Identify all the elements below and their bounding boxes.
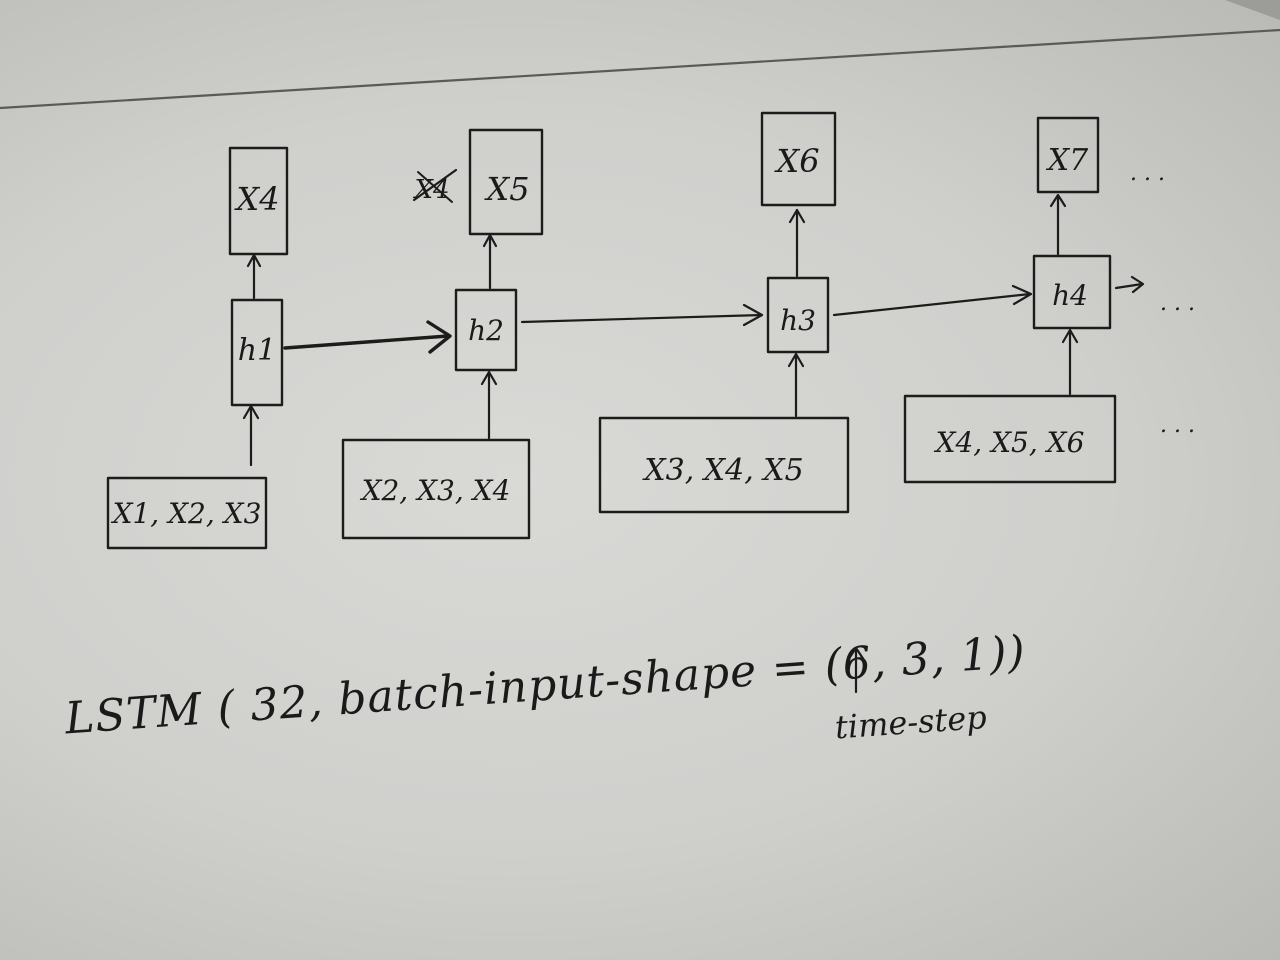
paper-fold-line xyxy=(0,28,1280,110)
input-node-4: X4, X5, X6 xyxy=(903,394,1117,484)
hidden-node-4: h4 xyxy=(1032,254,1112,330)
input-label-3: X3, X4, X5 xyxy=(642,453,803,488)
output-node-3: X6 xyxy=(760,111,837,207)
continuation-inputs: . . . xyxy=(1160,413,1195,438)
output-label-2: X5 xyxy=(483,170,529,208)
hidden-label-4: h4 xyxy=(1052,279,1088,312)
hidden-node-3: h3 xyxy=(766,276,830,354)
output-node-4: X7 xyxy=(1036,116,1100,194)
output-label-1: X4 xyxy=(233,180,279,218)
arrow-recurrent-4-next xyxy=(1114,282,1144,290)
desk-edge xyxy=(0,0,1280,20)
input-node-2: X2, X3, X4 xyxy=(341,438,531,540)
time-step-annotation: time-step xyxy=(834,698,988,747)
continuation-hidden: . . . xyxy=(1160,291,1195,316)
input-label-2: X2, X3, X4 xyxy=(360,474,511,507)
up-arrow-mark xyxy=(846,646,866,694)
arrow-recurrent-3-4 xyxy=(832,292,1032,317)
arrow-recurrent-1-2 xyxy=(283,334,450,350)
arrows xyxy=(242,193,1145,467)
strike-through-mark xyxy=(412,168,458,202)
hidden-node-2: h2 xyxy=(454,288,518,372)
hidden-node-1: h1 xyxy=(230,298,284,407)
arrow-recurrent-2-3 xyxy=(520,313,764,324)
output-label-3: X6 xyxy=(773,142,819,180)
continuation-outputs: . . . xyxy=(1130,161,1165,186)
output-node-2: X5 X4 xyxy=(412,128,544,236)
hidden-label-1: h1 xyxy=(238,333,276,368)
output-label-4: X7 xyxy=(1046,143,1089,178)
hidden-label-2: h2 xyxy=(468,314,504,347)
output-node-1: X4 xyxy=(228,146,289,256)
input-label-4: X4, X5, X6 xyxy=(934,426,1085,459)
input-label-1: X1, X2, X3 xyxy=(111,497,262,530)
input-node-1: X1, X2, X3 xyxy=(106,476,268,550)
hidden-label-3: h3 xyxy=(780,304,816,337)
input-node-3: X3, X4, X5 xyxy=(598,416,850,514)
